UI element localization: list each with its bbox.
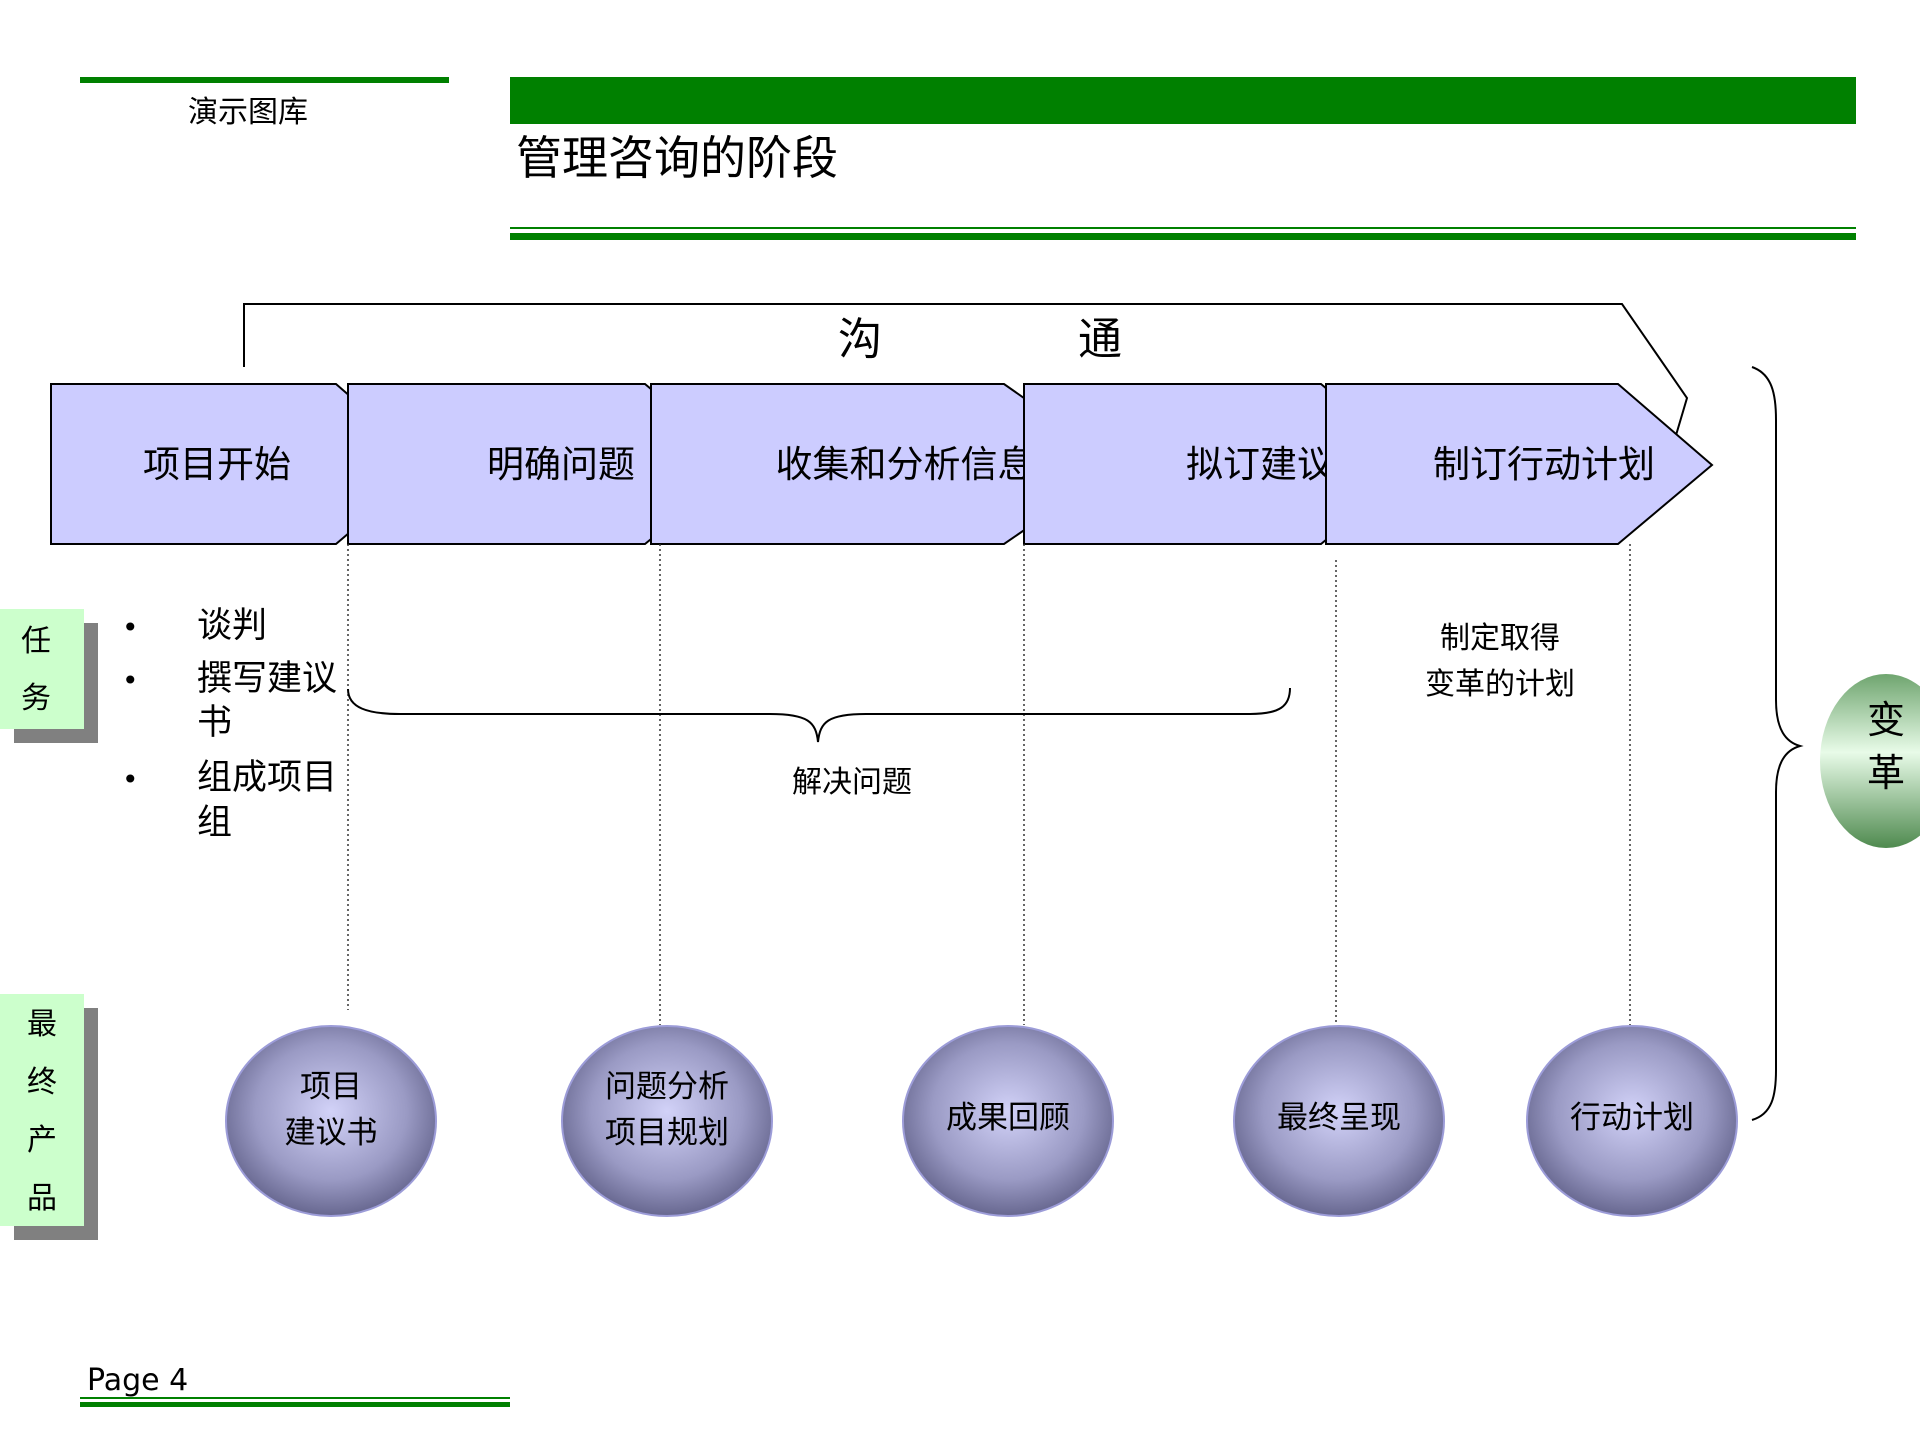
product-label: 项目: [300, 1069, 362, 1105]
solve-problem-group: 解决问题: [347, 687, 1291, 800]
phase-label: 拟订建议: [1186, 443, 1334, 486]
tasks-side-label: 任 务: [0, 609, 98, 743]
bullet-text: 撰写建议: [197, 659, 337, 699]
product-label: 成果回顾: [946, 1100, 1070, 1136]
solve-problem-brace: [347, 687, 1291, 743]
bullet-text: 谈判: [197, 606, 267, 646]
product-label: 最终呈现: [1277, 1100, 1401, 1136]
product-label: 行动计划: [1570, 1100, 1694, 1136]
footer: Page 4: [80, 1363, 510, 1407]
product-oval-shape: [902, 1025, 1114, 1217]
bullet-text: 组成项目: [197, 758, 337, 798]
title-bar: [510, 77, 1856, 124]
bullet-text: 书: [197, 703, 232, 743]
task-bullet-list: • 谈判 • 撰写建议 书 • 组成项目 组: [122, 606, 337, 843]
page-title: 管理咨询的阶段: [516, 131, 838, 185]
change-label-char-2: 革: [1867, 751, 1905, 795]
products-label-char-2: 终: [27, 1065, 57, 1100]
phase-label: 制订行动计划: [1433, 443, 1655, 486]
product-oval-shape: [1526, 1025, 1738, 1217]
product-ovals: 项目建议书问题分析项目规划成果回顾最终呈现行动计划: [225, 1025, 1738, 1217]
phase-chevron-shape: [1325, 383, 1714, 545]
product-oval: 行动计划: [1526, 1025, 1738, 1217]
products-label-char-1: 最: [27, 1007, 57, 1042]
product-oval-shape: [561, 1025, 773, 1217]
tasks-label-char-2: 务: [21, 681, 51, 716]
dotted-connectors: [347, 544, 1631, 1025]
product-oval: 成果回顾: [902, 1025, 1114, 1217]
gallery-label: 演示图库: [188, 95, 308, 130]
page-number: Page 4: [87, 1363, 188, 1398]
header: 演示图库 管理咨询的阶段: [80, 77, 1856, 240]
change-group: 变 革: [1751, 366, 1920, 1121]
product-oval-shape: [1233, 1025, 1445, 1217]
change-plan-line-1: 制定取得: [1440, 621, 1560, 656]
solve-problem-label: 解决问题: [792, 765, 912, 800]
bullet-marker: •: [122, 664, 139, 697]
product-label: 项目规划: [605, 1115, 729, 1151]
phase-chevron: 项目开始: [50, 383, 431, 545]
communication-char-2: 通: [1078, 314, 1122, 365]
products-side-label: 最 终 产 品: [0, 994, 98, 1240]
tasks-label-char-1: 任: [21, 624, 51, 659]
change-oval: [1820, 674, 1920, 848]
gallery-rule: [80, 77, 449, 83]
bullet-text: 组: [197, 803, 232, 843]
communication-char-1: 沟: [838, 314, 882, 365]
products-label-char-4: 品: [27, 1181, 57, 1216]
phase-label: 项目开始: [143, 443, 291, 486]
title-rule-thick: [510, 233, 1856, 240]
footer-rule-thin: [80, 1397, 510, 1399]
products-label-char-3: 产: [27, 1123, 57, 1158]
change-plan-line-2: 变革的计划: [1425, 667, 1575, 702]
phase-chevrons: 项目开始 明确问题 收集和分析信息 拟订建议 制订行动计划: [50, 383, 1714, 545]
change-plan-note: 制定取得 变革的计划: [1425, 621, 1575, 702]
product-label: 建议书: [285, 1115, 378, 1151]
change-brace: [1751, 366, 1804, 1121]
change-label-char-1: 变: [1867, 698, 1905, 742]
title-rule-thin: [510, 227, 1856, 229]
phase-chevron: 明确问题: [347, 383, 743, 545]
product-label: 问题分析: [605, 1069, 729, 1105]
phase-label: 收集和分析信息: [776, 443, 1035, 486]
bullet-marker: •: [122, 763, 139, 796]
bullet-marker: •: [122, 611, 139, 644]
phase-label: 明确问题: [487, 443, 635, 486]
phase-chevron: 制订行动计划: [1325, 383, 1714, 545]
phase-chevron: 收集和分析信息: [650, 383, 1121, 545]
product-oval: 最终呈现: [1233, 1025, 1445, 1217]
product-oval-shape: [225, 1025, 437, 1217]
footer-rule-thick: [80, 1402, 510, 1407]
